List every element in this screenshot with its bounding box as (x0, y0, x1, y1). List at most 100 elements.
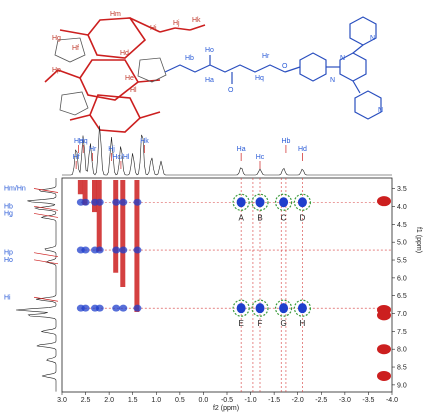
cross-peak-label: F (258, 319, 263, 328)
diagonal-peak-blob (112, 198, 121, 206)
mol-label-hp: Hp (52, 67, 61, 74)
x-tick-label: 1.0 (151, 397, 161, 404)
f1-label: Hi (4, 294, 11, 301)
f1-label: Hm/Hn (4, 185, 26, 192)
x-tick-label: -1.5 (268, 397, 280, 404)
diagonal-peak-blob (81, 198, 90, 206)
y-tick-label: 8.5 (397, 365, 407, 372)
diagonal-peak-blob (133, 304, 142, 312)
edge-peak (377, 196, 391, 207)
x-tick-label: -3.0 (339, 397, 351, 404)
f2-projection-spectrum (62, 125, 392, 176)
x-tick-label: 0.5 (175, 397, 185, 404)
diagonal-peaks (76, 180, 142, 312)
y-tick-label: 6.5 (397, 293, 407, 300)
y-tick-label: 4.5 (397, 222, 407, 229)
cross-peak-circle (251, 299, 269, 317)
cross-peak-blob (297, 303, 307, 314)
f1-spectrum-trace (15, 178, 57, 392)
f2-label: Hr (89, 146, 97, 153)
f2-label: Hc/Hl (112, 154, 130, 161)
cross-peak-blob (297, 197, 307, 208)
cross-peak-blob (236, 197, 246, 208)
edge-peaks (377, 196, 391, 381)
cross-peak-circle (293, 193, 312, 211)
y-tick-label: 5.0 (397, 240, 407, 247)
f1-projection-spectrum (15, 178, 57, 392)
diagonal-peak-blob (112, 246, 121, 254)
mol-label-hg: Hg (52, 35, 61, 42)
diagonal-peak-streak (92, 180, 97, 213)
y-tick-label: 8.0 (397, 347, 407, 354)
cross-peak-circle (293, 299, 312, 317)
diagonal-peak-blob (119, 304, 128, 312)
mol-label-hf: Hf (72, 45, 79, 52)
diagonal-peak-blob (95, 198, 104, 206)
cross-peak-blob (255, 197, 265, 208)
y-tick-label: 5.5 (397, 258, 407, 265)
f1-label-arrow (33, 213, 59, 218)
f2-label: Hk (140, 138, 149, 145)
f1-label-arrow (33, 296, 59, 302)
f2-label: Hb (281, 138, 290, 145)
f2-label: Hc (256, 154, 265, 161)
mol-label-ha: Ha (205, 77, 214, 84)
diagonal-peak-streak (120, 180, 126, 287)
x-tick-label: -3.5 (362, 397, 374, 404)
y-tick-label: 4.0 (397, 204, 407, 211)
cross-peak-circle (274, 193, 293, 211)
cross-peak-circle (251, 193, 269, 211)
cross-peak-label: E (238, 319, 243, 328)
x-tick-label: -4.0 (386, 397, 398, 404)
y-tick-label: 7.0 (397, 311, 407, 318)
f2-label: Hj (108, 146, 115, 153)
diagonal-peak-blob (119, 198, 128, 206)
diagonal-peak-blob (133, 246, 142, 254)
mol-label-n: N (378, 107, 383, 114)
x-tick-label: 0.0 (199, 397, 209, 404)
y-tick-label: 9.0 (397, 382, 407, 389)
f2-label: Hf (73, 154, 80, 161)
mol-label-he: He (125, 75, 134, 82)
mol-label-n: N (370, 35, 375, 42)
diagonal-peak-blob (119, 246, 128, 254)
diagonal-peak-streak (82, 180, 88, 205)
y-tick-label: 3.5 (397, 186, 407, 193)
cross-peak-blob (279, 303, 289, 314)
cross-peak-blob (255, 303, 265, 314)
diagonal-peak-streak (77, 180, 83, 195)
mol-label-hi: Hi (150, 25, 157, 32)
mol-label-hq: Hq (255, 75, 264, 82)
cross-peak-circle (274, 299, 293, 317)
edge-peak (377, 310, 391, 321)
plot-area (61, 177, 393, 393)
mol-label-o: O (282, 63, 288, 70)
y-tick-label: 7.5 (397, 329, 407, 336)
f1-label: Hb (4, 203, 13, 210)
f1-label: Ho (4, 257, 13, 264)
edge-peak (377, 344, 391, 355)
diagonal-peak-streak (96, 180, 102, 252)
f1-label-arrow (33, 252, 59, 258)
x-tick-label: -1.0 (245, 397, 257, 404)
diagonal-peak-blob (95, 246, 104, 254)
x-tick-label: 2.0 (104, 397, 114, 404)
f1-label-arrow (33, 259, 59, 265)
x-tick-label: 1.5 (128, 397, 138, 404)
diagonal-peak-blob (112, 304, 121, 312)
diagonal-peak-blob (95, 304, 104, 312)
f2-label: Ha (237, 146, 246, 153)
cross-peak-label: C (281, 213, 287, 222)
dashed-correlation-lines (80, 178, 392, 392)
y-axis-ticks: 3.54.04.55.05.56.06.57.07.58.08.59.0 (392, 186, 407, 389)
f2-label: Hd (298, 146, 307, 153)
mol-label-hj: Hj (173, 20, 180, 27)
cross-peak-label: B (257, 213, 262, 222)
mol-label-o: O (228, 87, 234, 94)
cross-peak-circle (232, 299, 250, 317)
mol-label-ho: Ho (205, 47, 214, 54)
f1-label-arrow (33, 205, 59, 211)
